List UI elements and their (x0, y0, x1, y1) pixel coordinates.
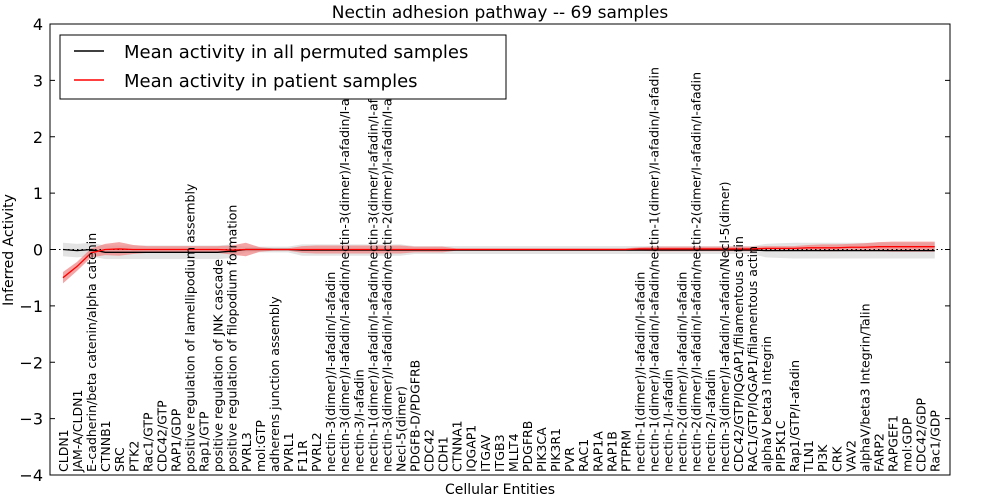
x-tick-label: PDGFB-D/PDGFRB (408, 360, 423, 472)
x-tick-label: Rap1/GTP/I-afadin (787, 360, 802, 472)
x-tick-label: mol:GTP (253, 420, 268, 472)
x-tick-label: Rap1/GTP (197, 411, 212, 472)
x-tick-label: F11R (295, 440, 310, 472)
legend-label-permuted: Mean activity in all permuted samples (124, 42, 468, 63)
x-tick-label: MLLT4 (506, 433, 521, 472)
x-tick-label: positive regulation of filopodium format… (225, 205, 240, 472)
x-tick-label: positive regulation of lamellipodium ass… (183, 183, 198, 472)
x-tick-label: PDGFRB (520, 421, 535, 472)
x-tick-label: ITGAV (478, 434, 493, 472)
x-tick-label: PIK3R1 (548, 428, 563, 472)
y-axis-label: Inferred Activity (1, 194, 17, 306)
x-tick-label: FARP2 (871, 433, 886, 472)
x-tick-label: PVRL2 (309, 432, 324, 472)
y-axis-ticks: 4 3 2 1 0 −1 −2 −3 −4 (19, 15, 950, 485)
x-tick-label: nectin-3(dimer)/I-afadin/I-afadin/nectin… (379, 67, 394, 472)
y-tick-label: −4 (19, 466, 43, 485)
y-tick-label: 4 (33, 15, 43, 34)
x-tick-label: CDC42/GTP/IQGAP1/filamentous actin (731, 236, 746, 472)
x-tick-label: JAM-A/CLDN1 (70, 390, 85, 473)
x-tick-label: E-cadherin/beta catenin/alpha catenin (84, 233, 99, 472)
x-tick-label: CRK (829, 446, 844, 472)
x-tick-label: TLN1 (801, 440, 816, 473)
x-tick-label: RAP1/GDP (168, 408, 183, 472)
x-tick-label: CTNNA1 (450, 420, 465, 472)
x-tick-label: adherens junction assembly (267, 296, 282, 472)
y-tick-label: 2 (33, 128, 43, 147)
x-tick-label: Necl-5(dimer) (393, 386, 408, 472)
x-tick-label: RAPGEF1 (886, 415, 901, 472)
y-tick-label: 3 (33, 71, 43, 90)
x-tick-label: CDC42/GDP (914, 397, 929, 472)
y-tick-label: −3 (19, 410, 43, 429)
x-tick-label: alphaV beta3 Integrin (759, 336, 774, 472)
x-tick-label: nectin-1(dimer)/I-afadin/I-afadin/nectin… (365, 72, 380, 472)
x-tick-label: RAP1A (590, 431, 605, 472)
x-tick-label: CLDN1 (56, 429, 71, 472)
x-tick-label: PVR (562, 447, 577, 472)
x-tick-label: IQGAP1 (464, 425, 479, 472)
x-tick-label: RAC1/GTP/IQGAP1/filamentous actin (745, 246, 760, 472)
x-tick-label: nectin-1(dimer)/I-afadin/I-afadin/nectin… (647, 67, 662, 472)
x-tick-label: VAV2 (843, 440, 858, 472)
x-tick-label: ITGB3 (492, 434, 507, 472)
y-tick-label: 1 (33, 184, 43, 203)
x-tick-label: nectin-1(dimer)/I-afadin/I-afadin (632, 272, 647, 472)
x-tick-label: nectin-3(dimer)/I-afadin/I-afadin/Necl-5… (717, 181, 732, 472)
x-tick-label: nectin-2/I-afadin (703, 369, 718, 472)
x-axis-label: Cellular Entities (445, 482, 555, 498)
y-tick-label: −1 (19, 297, 43, 316)
x-tick-label: mol:GDP (900, 417, 915, 472)
x-tick-label: PVRL1 (281, 432, 296, 472)
x-tick-label: RAC1 (576, 439, 591, 472)
x-tick-label: nectin-1/I-afadin (661, 369, 676, 472)
x-tick-label: CTNNB1 (98, 420, 113, 472)
x-tick-label: CDH1 (436, 436, 451, 472)
x-tick-label: nectin-2(dimer)/I-afadin/I-afadin/nectin… (689, 72, 704, 472)
x-tick-label: nectin-2(dimer)/I-afadin/I-afadin (675, 272, 690, 472)
x-tick-label: SRC (112, 447, 127, 472)
x-tick-label: CDC42/GTP (154, 400, 169, 472)
legend: Mean activity in all permuted samples Me… (59, 34, 507, 100)
x-tick-label: PVRL3 (239, 432, 254, 472)
x-tick-label: RAP1B (604, 431, 619, 472)
y-tick-label: 0 (33, 241, 43, 260)
legend-box (59, 34, 507, 100)
x-tick-label: Rac1/GDP (928, 410, 943, 472)
x-tick-label: nectin-3(dimer)/I-afadin/I-afadin/nectin… (337, 67, 352, 472)
x-tick-label: PIP5K1C (773, 420, 788, 472)
chart-title: Nectin adhesion pathway -- 69 samples (332, 3, 669, 23)
y-tick-label: −2 (19, 353, 43, 372)
x-tick-label: nectin-3/I-afadin (351, 369, 366, 472)
x-tick-label: nectin-3(dimer)/I-afadin/I-afadin (323, 272, 338, 472)
x-tick-label: positive regulation of JNK cascade (211, 259, 226, 472)
x-tick-label: alphaV/beta3 Integrin/Talin (857, 304, 872, 473)
x-tick-label: PIK3CA (534, 427, 549, 472)
x-tick-label: PI3K (815, 444, 830, 472)
x-tick-label: Rac1/GTP (140, 412, 155, 472)
x-tick-label: PTK2 (126, 441, 141, 472)
series-lines (62, 246, 935, 279)
legend-label-patient: Mean activity in patient samples (124, 71, 418, 92)
x-tick-label: PTPRM (618, 430, 633, 472)
x-tick-label: CDC42 (422, 429, 437, 472)
